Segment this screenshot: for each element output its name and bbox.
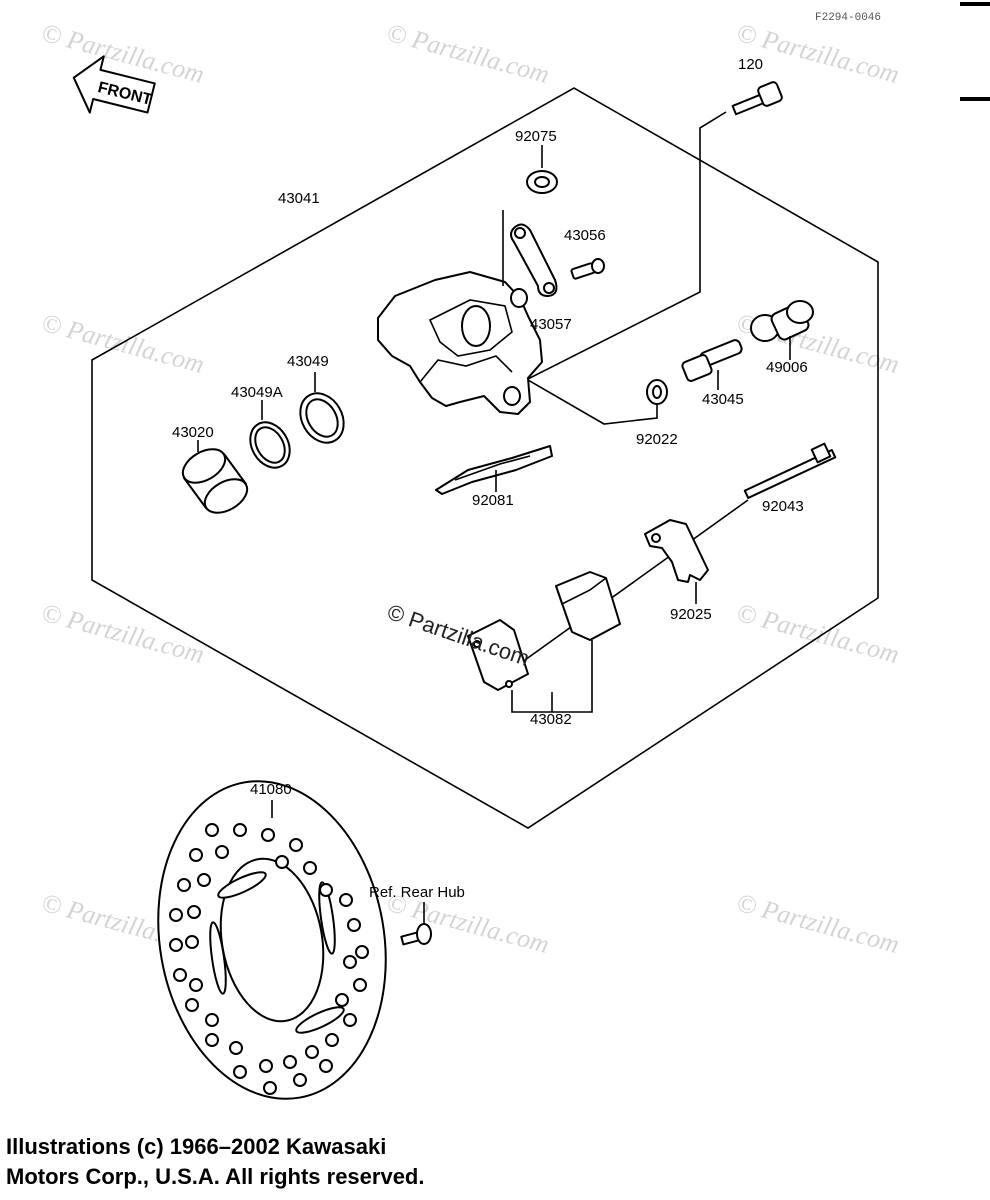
pin-92043 [743, 442, 837, 499]
assembly-outline [91, 87, 879, 829]
brake-disc-41080 [157, 780, 387, 1100]
seal-92075 [526, 170, 558, 194]
bolt-49006 [750, 300, 814, 342]
hub-bolt [400, 923, 432, 946]
watermark: © Partzilla.com [383, 18, 552, 89]
leader-120 [521, 111, 727, 383]
figure-code: F2294-0046 [815, 12, 881, 24]
pin-43045 [681, 339, 743, 382]
part-label: 43082 [530, 711, 572, 728]
leader-92022 [527, 379, 658, 425]
watermark-layer: © Partzilla.com © Partzilla.com © Partzi… [38, 18, 902, 959]
part-label: 92022 [636, 431, 678, 448]
part-label: 43041 [278, 190, 320, 207]
part-labels: 120 92075 43041 43056 43057 49006 43045 … [172, 56, 808, 901]
part-label: 43057 [530, 316, 572, 333]
part-label: 43056 [564, 227, 606, 244]
part-label: 92043 [762, 498, 804, 515]
part-label: 92025 [670, 606, 712, 623]
watermark: © Partzilla.com [733, 18, 902, 89]
part-label: Ref. Rear Hub [369, 884, 465, 901]
part-label: 43049A [231, 384, 283, 401]
edge-mark-mid [960, 97, 990, 101]
bleeder-43056 [570, 258, 605, 280]
washer-92022 [646, 379, 668, 405]
plate-43057 [510, 223, 558, 297]
watermark: © Partzilla.com [733, 888, 902, 959]
edge-mark-top [960, 2, 990, 6]
pad-43082-inner [555, 571, 621, 641]
disc-holes [169, 823, 369, 1095]
watermark: © Partzilla.com [733, 598, 902, 669]
copyright-line: Motors Corp., U.S.A. All rights reserved… [6, 1164, 425, 1189]
seal-43049A [249, 421, 291, 469]
part-label: 43049 [287, 353, 329, 370]
part-label: 92081 [472, 492, 514, 509]
caliper-body-43041 [377, 210, 543, 415]
pad-43082-outer [467, 619, 529, 691]
part-label: 43045 [702, 391, 744, 408]
copyright-notice: Illustrations (c) 1966–2002 Kawasaki Mot… [6, 1132, 424, 1192]
part-label: 41080 [250, 781, 292, 798]
seal-43049 [299, 392, 345, 444]
bolt-120 [731, 81, 783, 116]
spring-92081 [435, 445, 553, 495]
part-label: 49006 [766, 359, 808, 376]
watermark: © Partzilla.com [38, 598, 207, 669]
part-label: 43020 [172, 424, 214, 441]
leader-92043 [517, 499, 749, 666]
part-label: 120 [738, 56, 763, 73]
part-label: 92075 [515, 128, 557, 145]
copyright-line: Illustrations (c) 1966–2002 Kawasaki [6, 1134, 387, 1159]
clip-92025 [644, 519, 709, 583]
piston-43020 [181, 448, 249, 514]
